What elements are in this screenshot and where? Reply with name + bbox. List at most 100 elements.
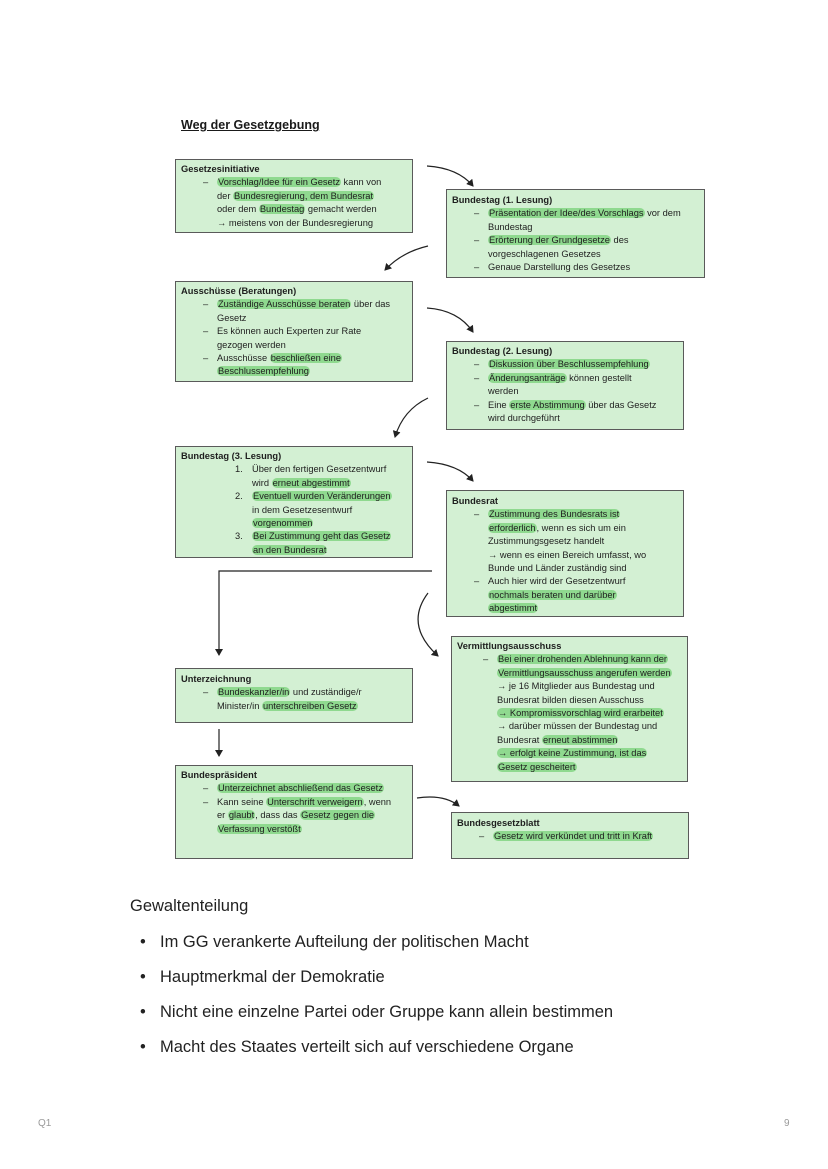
highlight-text: glaubt [227,810,256,821]
text: Bundestag [488,221,533,232]
text: des [610,235,629,246]
text: Gesetz [217,312,247,323]
highlight-text: Bundesregierung, dem Bundesrat [233,190,375,201]
highlight-text: Bundestag [258,204,306,215]
text: Minister/in [217,700,262,711]
text: kann von [340,177,382,188]
list-item: Unterzeichnet abschließend das Gesetz [181,782,407,796]
box-bundestag-lesung-2: Bundestag (2. Lesung) Diskussion über Be… [446,341,684,430]
highlight-text: Zustimmung des Bundesrats ist [488,509,621,520]
list-item: 1. Über den fertigen Gesetzentwurf wird … [181,463,407,490]
highlight-text: erneut abgestimmt [271,477,351,488]
box-title: Ausschüsse (Beratungen) [181,286,297,296]
text: → meistens von der Bundesregierung [217,217,374,228]
highlight-text: Zuständige Ausschüsse beraten [217,299,352,310]
arrow-lesung1-to-ausschuesse [384,245,429,271]
list-number: 1. [235,464,243,475]
highlight-text: Änderungsanträge [488,372,567,383]
page-number: 9 [784,1118,790,1129]
highlight-text: abgestimmt [488,603,539,614]
list-item: Änderungsanträge können gestellt werden [452,372,678,399]
box-bundestag-lesung-1: Bundestag (1. Lesung) Präsentation der I… [446,189,705,278]
arrow-initiative-to-lesung1 [426,165,474,187]
text: , wenn es sich um ein [536,522,626,533]
text: vorgeschlagenen Gesetzes [488,248,601,259]
list-item: Bundeskanzler/in und zuständige/r Minist… [181,686,407,713]
text: Bundesrat [497,734,542,745]
list-item: Ausschüsse beschließen eine Beschlussemp… [181,352,407,379]
highlight-text: erste Abstimmung [509,399,586,410]
list-item: Macht des Staates verteilt sich auf vers… [140,1031,613,1066]
text: → je 16 Mitglieder aus Bundestag und [497,681,655,692]
list-item: Auch hier wird der Gesetzentwurf nochmal… [452,575,678,615]
arrow-bundesrat-to-vermittlung [417,592,439,657]
highlight-text: nochmals beraten und darüber [488,589,617,600]
text: , dass das [255,810,301,821]
text: Ausschüsse [217,353,270,364]
text: Bunde und Länder zuständig sind [488,563,627,574]
box-title: Bundespräsident [181,770,257,780]
highlight-text: vorgenommen [252,518,314,529]
box-vermittlungsausschuss: Vermittlungsausschuss Bei einer drohende… [451,636,688,782]
highlight-text: Eventuell wurden Veränderungen [252,491,392,502]
list-item: Kann seine Unterschrift verweigern, wenn… [181,796,407,836]
highlight-text: → Kompromissvorschlag wird erarbeitet [497,708,664,719]
arrow-bundesrat-to-unterzeichnung [215,570,432,656]
list-item: Nicht eine einzelne Partei oder Gruppe k… [140,996,613,1031]
list-item: Zustimmung des Bundesrats ist erforderli… [452,508,678,575]
box-bundespraesident: Bundespräsident Unterzeichnet abschließe… [175,765,413,859]
box-title: Gesetzesinitiative [181,164,260,174]
highlight-text: Bundeskanzler/in [217,687,291,698]
list-item: Eine erste Abstimmung über das Gesetz wi… [452,399,678,426]
text: vor dem [644,208,681,219]
text: gezogen werden [217,339,286,350]
text: Kann seine [217,796,267,807]
list-number: 2. [235,491,243,502]
highlight-text: Diskussion über Beschlussempfehlung [488,359,650,370]
highlight-text: Präsentation der Idee/des Vorschlags [488,208,645,219]
text: gemacht werden [305,204,377,215]
highlight-text: Gesetz wird verkündet und tritt in Kraft [493,831,654,842]
box-ausschuesse: Ausschüsse (Beratungen) Zuständige Aussc… [175,281,413,382]
diagram-title: Weg der Gesetzgebung [181,118,320,132]
highlight-text: erforderlich [488,522,537,533]
highlight-text: Vermittlungsausschuss angerufen werden [497,667,672,678]
text: über das Gesetz [585,399,657,410]
list-item: Genaue Darstellung des Gesetzes [452,261,699,275]
list-item: Vorschlag/Idee für ein Gesetz kann von d… [181,176,407,230]
box-bundesgesetzblatt: Bundesgesetzblatt Gesetz wird verkündet … [451,812,689,859]
box-unterzeichnung: Unterzeichnung Bundeskanzler/in und zust… [175,668,413,723]
box-title: Bundesrat [452,496,498,506]
highlight-text: beschließen eine [269,353,343,364]
list-item: Es können auch Experten zur Rate gezogen… [181,325,407,352]
list-number: 3. [235,531,243,542]
list-item: Im GG verankerte Aufteilung der politisc… [140,926,613,961]
list-item: Erörterung der Grundgesetze des vorgesch… [452,234,699,261]
list-item: 2. Eventuell wurden Veränderungen in dem… [181,490,407,530]
text: er [217,810,228,821]
highlight-text: Verfassung verstößt [217,823,302,834]
text: Zustimmungsgesetz handelt [488,536,605,547]
arrow-ausschuesse-to-lesung2 [426,307,474,333]
text: werden [488,386,519,397]
bullet-list: Im GG verankerte Aufteilung der politisc… [140,926,613,1066]
list-item: Bei einer drohenden Ablehnung kann der V… [461,653,682,774]
highlight-text: Erörterung der Grundgesetze [488,235,611,246]
box-title: Bundestag (3. Lesung) [181,451,282,461]
list-item: Gesetz wird verkündet und tritt in Kraft [457,830,683,844]
box-bundesrat: Bundesrat Zustimmung des Bundesrats ist … [446,490,684,617]
list-item: Zuständige Ausschüsse beraten über das G… [181,298,407,325]
box-title: Bundestag (2. Lesung) [452,346,553,356]
highlight-text: Unterschrift verweigern [266,796,364,807]
arrow-praesident-to-gesetzblatt [416,796,460,807]
text: oder dem [217,204,259,215]
text: können gestellt [566,372,632,383]
box-title: Bundestag (1. Lesung) [452,195,553,205]
list-item: Diskussion über Beschlussempfehlung [452,358,678,372]
highlight-text: Beschlussempfehlung [217,366,310,377]
text: Auch hier wird der Gesetzentwurf [488,576,626,587]
highlight-text: Gesetz gescheitert [497,761,577,772]
highlight-text: Gesetz gegen die [300,810,376,821]
text: Über den fertigen Gesetzentwurf [252,464,387,475]
highlight-text: → erfolgt keine Zustimmung, ist das [497,748,648,759]
